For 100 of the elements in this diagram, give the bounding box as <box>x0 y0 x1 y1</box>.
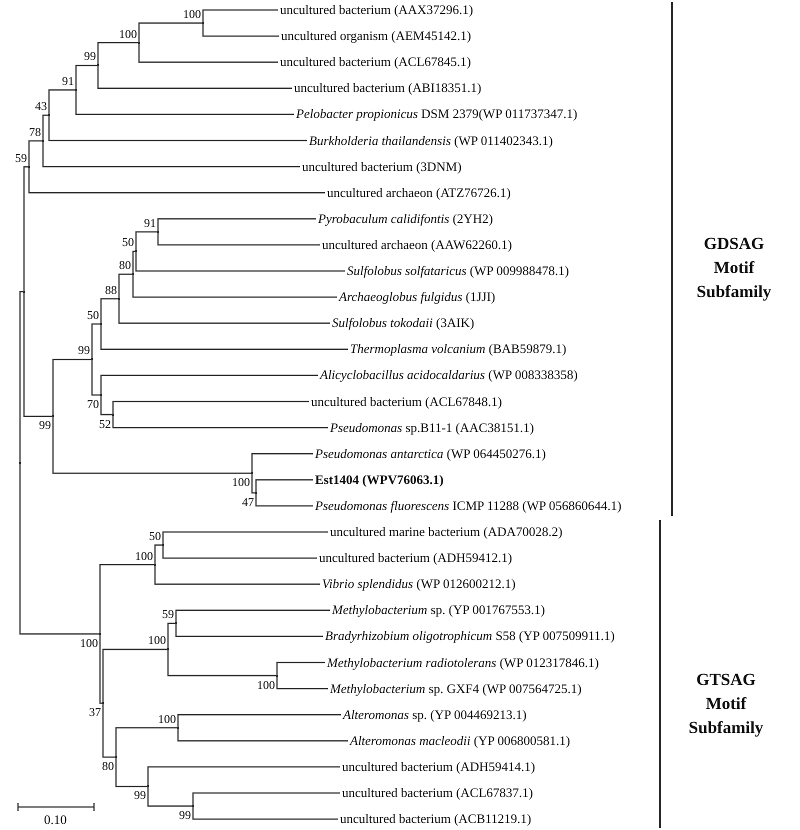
taxon-label: uncultured bacterium (ADH59412.1) <box>319 550 512 566</box>
tree-branch <box>52 358 92 416</box>
tree-branch <box>115 757 148 788</box>
taxon-label: Methylobacterium sp. (YP 001767553.1) <box>332 602 545 618</box>
bootstrap-value: 100 <box>158 712 176 726</box>
taxon-label: uncultured marine bacterium (ADA70028.2) <box>330 524 562 540</box>
scale-value: 0.10 <box>44 812 67 827</box>
taxon-label: uncultured archaeon (AAW62260.1) <box>322 236 512 253</box>
bootstrap-value: 99 <box>78 344 90 358</box>
tree-branch <box>19 462 100 635</box>
tree-branch <box>132 250 136 274</box>
taxon-label: Burkholderia thailandensis (WP 011402343.1) <box>309 132 553 148</box>
taxon-label: Vibrio splendidus (WP 012600212.1) <box>322 576 516 592</box>
bootstrap-value: 47 <box>242 496 254 509</box>
tree-branch <box>48 115 307 142</box>
taxon-label: uncultured bacterium (ACL67848.1) <box>311 394 502 410</box>
bootstrap-value: 70 <box>87 398 99 411</box>
tree-branch <box>192 806 338 820</box>
tree-branch <box>138 42 278 63</box>
bootstrap-value: 99 <box>39 419 51 432</box>
bootstrap-value: 50 <box>122 236 134 250</box>
tree-branch <box>100 374 318 395</box>
tree-branch <box>138 22 203 43</box>
bootstrap-value: 80 <box>102 760 114 774</box>
bootstrap-value: 99 <box>84 50 96 64</box>
tree-branch <box>255 479 313 493</box>
tree-branch <box>28 140 43 167</box>
tree-branch <box>132 274 337 298</box>
tree-branch <box>175 610 330 624</box>
tree-branch <box>99 634 103 704</box>
clade-label: GTSAG Motif Subfamily <box>688 669 764 739</box>
taxon-label: Sulfolobus solfataricus (WP 009988478.1) <box>347 263 569 279</box>
bootstrap-value: 91 <box>144 216 156 230</box>
tree-branch <box>23 166 29 292</box>
taxon-label: Alicyclobacillus acidocaldarius (WP 008338358) <box>320 367 578 384</box>
tree-branch <box>42 140 300 168</box>
tree-branch <box>97 65 292 89</box>
taxon-label: uncultured bacterium (ADH59414.1) <box>342 758 536 775</box>
tree-branch <box>99 564 155 634</box>
taxon-label: Methylobacterium radiotolerans (WP 012317846.1) <box>327 654 599 670</box>
bootstrap-value: 50 <box>149 530 161 544</box>
tree-branch <box>91 360 101 396</box>
bootstrap-value: 59 <box>15 152 27 165</box>
tree-branch <box>115 727 178 758</box>
tree-branch <box>118 274 133 299</box>
bootstrap-value: 99 <box>179 809 191 822</box>
tree-branch <box>147 766 340 786</box>
tree-branch <box>177 728 348 742</box>
taxon-label: Est1404 (WPV76063.1) <box>315 472 444 488</box>
tree-branch <box>135 251 345 272</box>
bootstrap-value: 52 <box>99 418 111 431</box>
tree-branch <box>251 473 256 494</box>
tree-branch <box>23 292 53 418</box>
tree-branch <box>255 492 313 507</box>
taxon-label: Pseudomonas fluorescens ICMP 11288 (WP 056860644.1) <box>315 498 622 514</box>
tree-branch <box>118 298 330 324</box>
taxon-label: uncultured bacterium (AAX37296.1) <box>280 2 474 18</box>
bootstrap-value: 80 <box>119 259 131 272</box>
tree-branch <box>251 453 313 474</box>
taxon-label: Pelobacter propionicus DSM 2379(WP 011737347.1) <box>296 106 578 122</box>
bootstrap-value: 100 <box>135 550 153 563</box>
tree-branch <box>154 564 320 585</box>
tree-branch <box>162 531 328 546</box>
taxon-label: Pyrobaculum calidifontis (2YH2) <box>318 210 493 227</box>
taxon-label: uncultured bacterium (ACB11219.1) <box>340 811 532 828</box>
taxon-label: Methylobacterium sp. GXF4 (WP 007564725.1) <box>330 680 582 697</box>
tree-branch <box>162 545 317 559</box>
clade-label: GDSAG Motif Subfamily <box>696 233 772 303</box>
tree-branch <box>75 90 294 116</box>
taxon-label: Thermoplasma volcanium (BAB59879.1) <box>350 341 566 358</box>
taxon-label: uncultured bacterium (ACL67837.1) <box>342 785 533 801</box>
tree-branch <box>157 232 320 246</box>
tree-branch <box>102 648 168 704</box>
tree-branch <box>91 323 101 360</box>
taxon-label: Bradyrhizobium oligotrophicum S58 (YP 007509911.1) <box>325 628 615 644</box>
bootstrap-value: 91 <box>62 74 74 88</box>
tree-branch <box>42 114 49 141</box>
tree-branch <box>157 218 316 232</box>
taxon-label: Alteromonas sp. (YP 004469213.1) <box>343 706 527 723</box>
tree-branch <box>175 623 323 638</box>
taxon-label: Pseudomonas antarctica (WP 064450276.1) <box>315 446 546 462</box>
bootstrap-value: 99 <box>134 789 146 802</box>
bootstrap-value: 100 <box>80 636 98 650</box>
bootstrap-value: 100 <box>183 8 201 22</box>
tree-branch <box>75 64 98 90</box>
bootstrap-value: 88 <box>105 284 117 297</box>
tree-branch <box>167 622 176 650</box>
tree-branch <box>276 676 328 690</box>
tree-branch <box>52 416 252 474</box>
bootstrap-value: 59 <box>162 608 174 622</box>
taxon-label: uncultured bacterium (3DNM) <box>302 158 462 175</box>
bootstrap-value: 50 <box>87 309 99 322</box>
taxon-label: uncultured bacterium (ACL67845.1) <box>280 54 471 70</box>
bootstrap-value: 43 <box>35 100 47 114</box>
tree-branch <box>100 324 348 350</box>
tree-branch <box>167 649 277 676</box>
bootstrap-value: 37 <box>89 706 101 720</box>
bootstrap-value: 100 <box>148 634 166 648</box>
bootstrap-value: 100 <box>119 28 137 41</box>
tree-branch <box>135 231 158 252</box>
